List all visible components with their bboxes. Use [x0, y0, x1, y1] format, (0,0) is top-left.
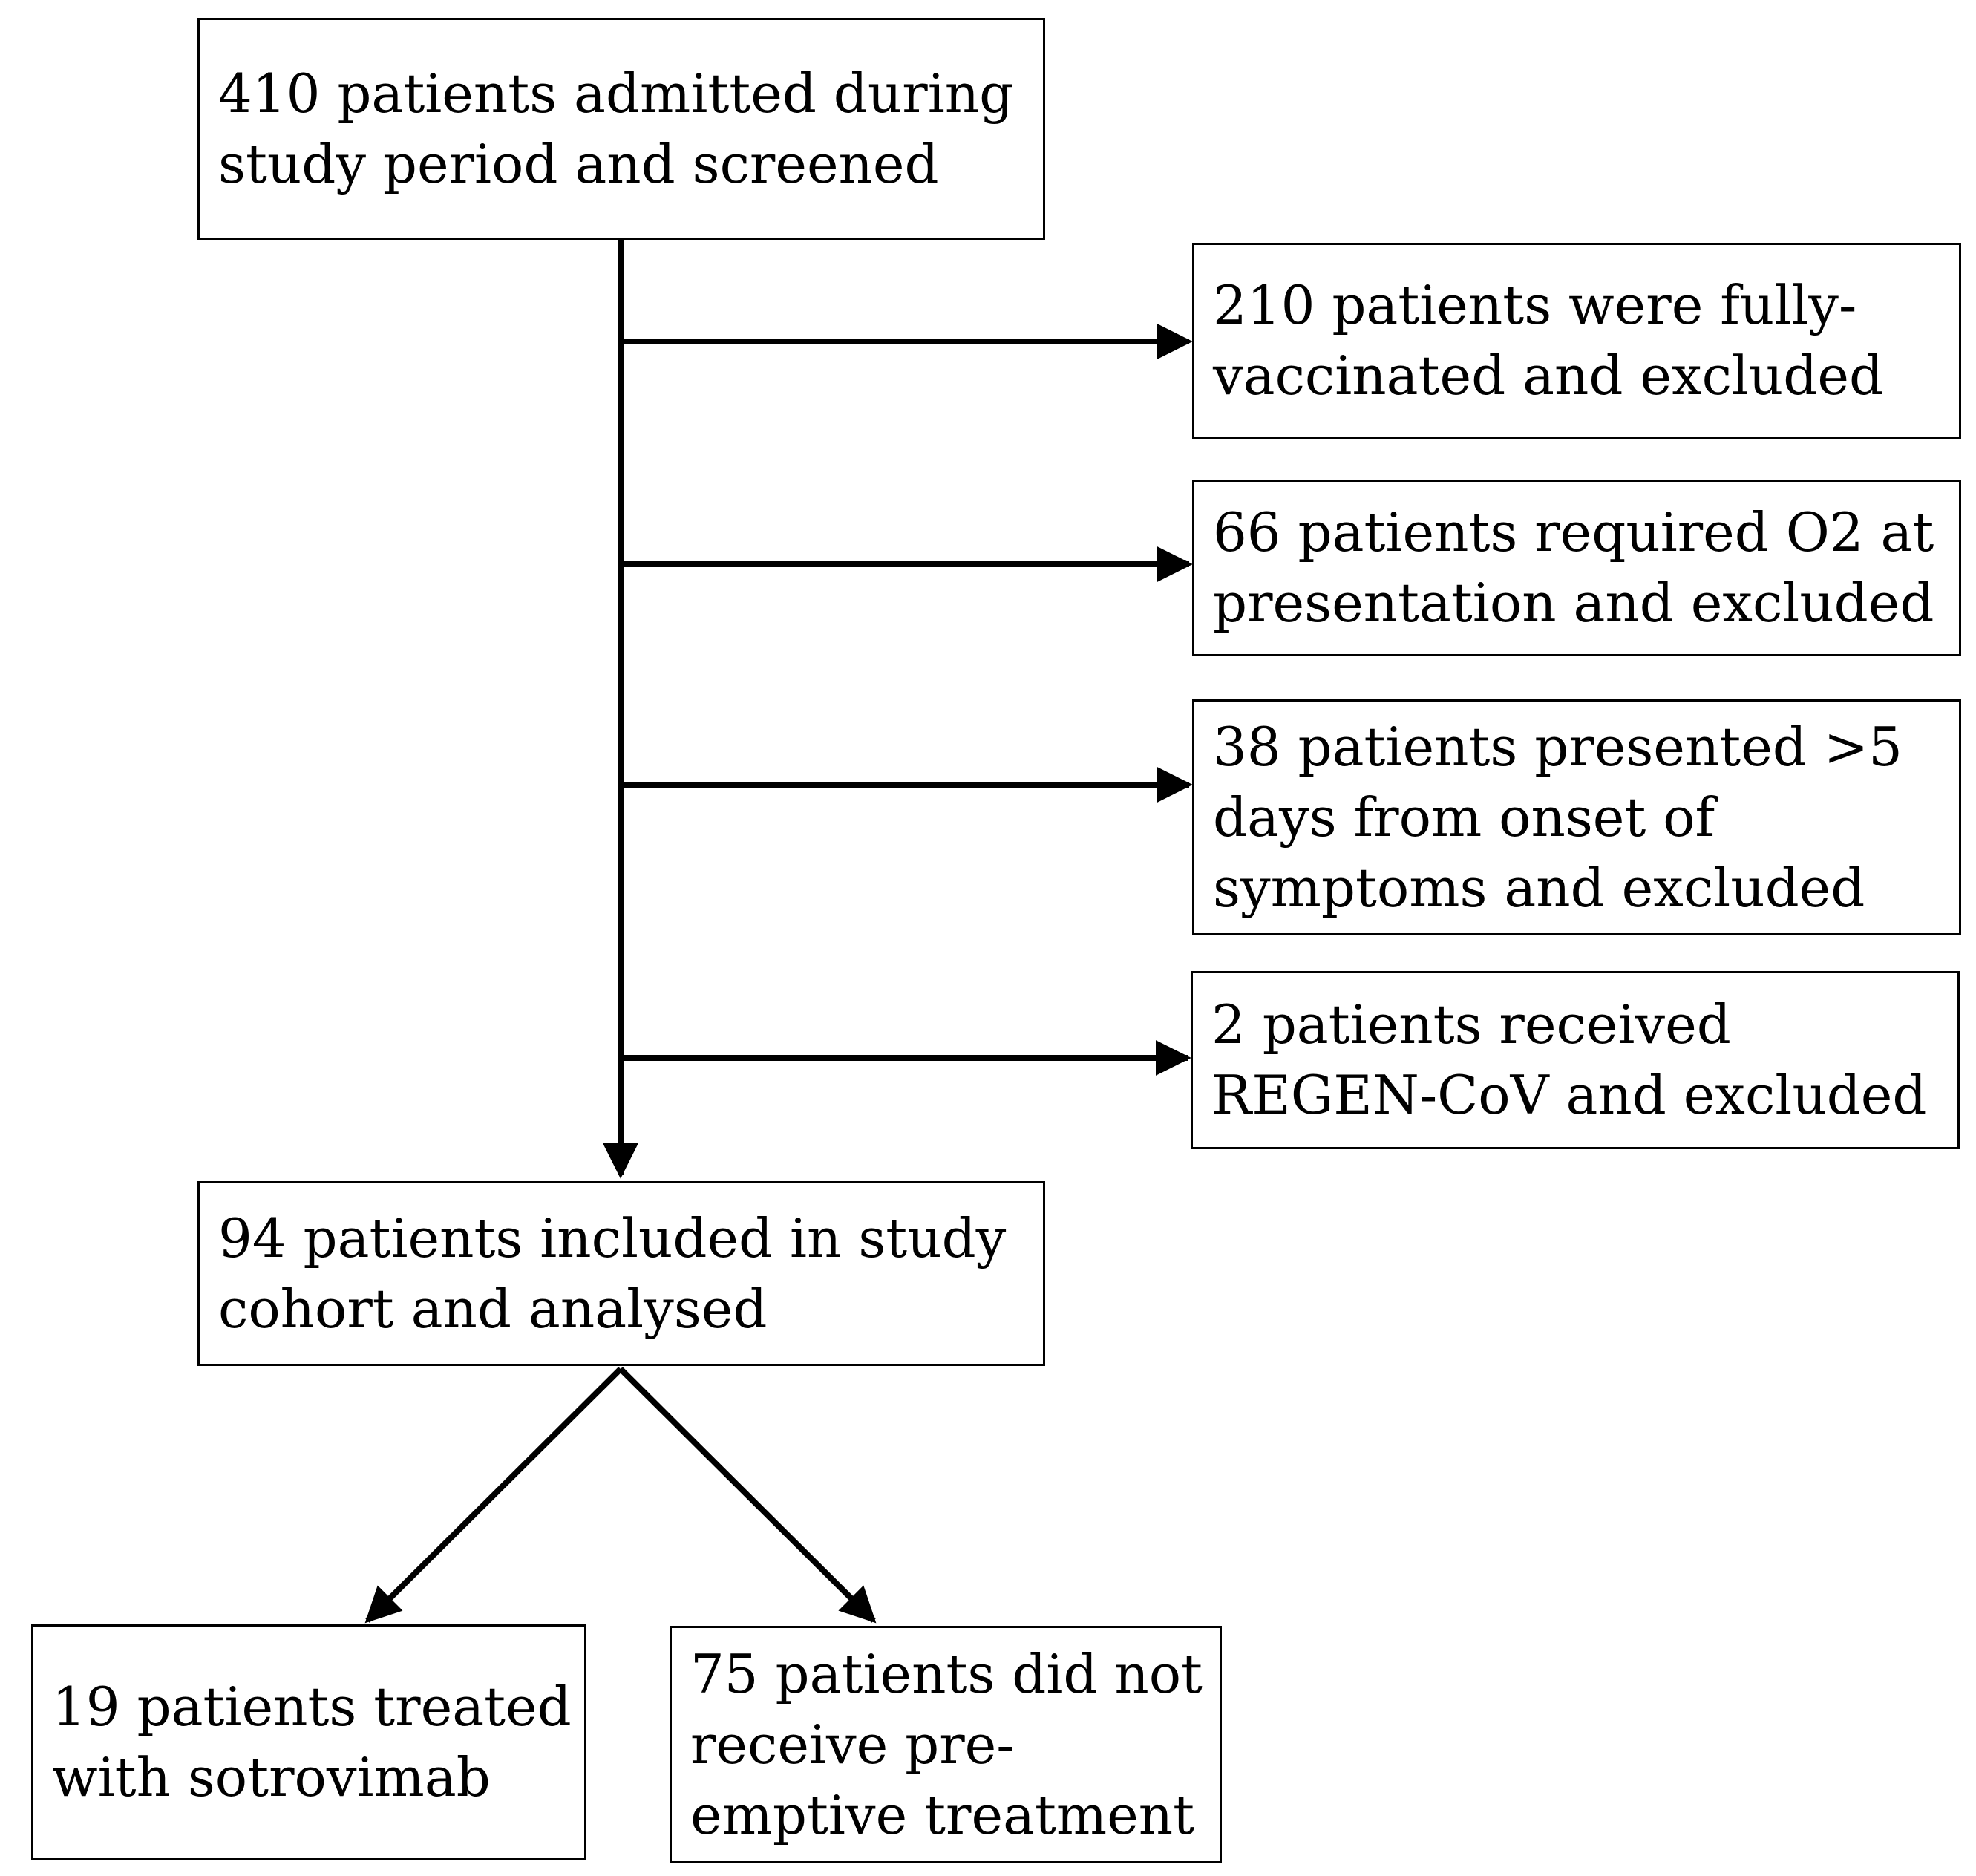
exclusion-box-oxygen: 66 patients required O2 at presentation … [1192, 480, 1961, 656]
screened-label: 410 patients admitted during study perio… [218, 62, 1014, 195]
included-label: 94 patients included in study cohort and… [218, 1206, 1007, 1340]
screened-box: 410 patients admitted during study perio… [197, 18, 1045, 240]
exclusion-label-regen-cov: 2 patients received REGEN-CoV and exclud… [1211, 993, 1927, 1126]
branch-arrow-no-treatment [618, 1367, 877, 1624]
exclusion-box-vaccinated: 210 patients were fully- vaccinated and … [1192, 243, 1961, 439]
sotrovimab-box: 19 patients treated with sotrovimab [31, 1624, 586, 1860]
exclusion-label-vaccinated: 210 patients were fully- vaccinated and … [1213, 274, 1884, 407]
exclusion-label-oxygen: 66 patients required O2 at presentation … [1213, 501, 1934, 634]
exclusion-box-regen-cov: 2 patients received REGEN-CoV and exclud… [1191, 971, 1960, 1149]
included-box: 94 patients included in study cohort and… [197, 1181, 1045, 1366]
branch-arrow-sotrovimab [364, 1367, 623, 1624]
exclusion-label-late-presentation: 38 patients presented >5 days from onset… [1213, 715, 1903, 919]
sotrovimab-label: 19 patients treated with sotrovimab [52, 1676, 572, 1808]
no-treatment-box: 75 patients did not receive pre- emptive… [670, 1626, 1222, 1863]
exclusion-box-late-presentation: 38 patients presented >5 days from onset… [1192, 699, 1961, 935]
no-treatment-label: 75 patients did not receive pre- emptive… [690, 1642, 1203, 1846]
